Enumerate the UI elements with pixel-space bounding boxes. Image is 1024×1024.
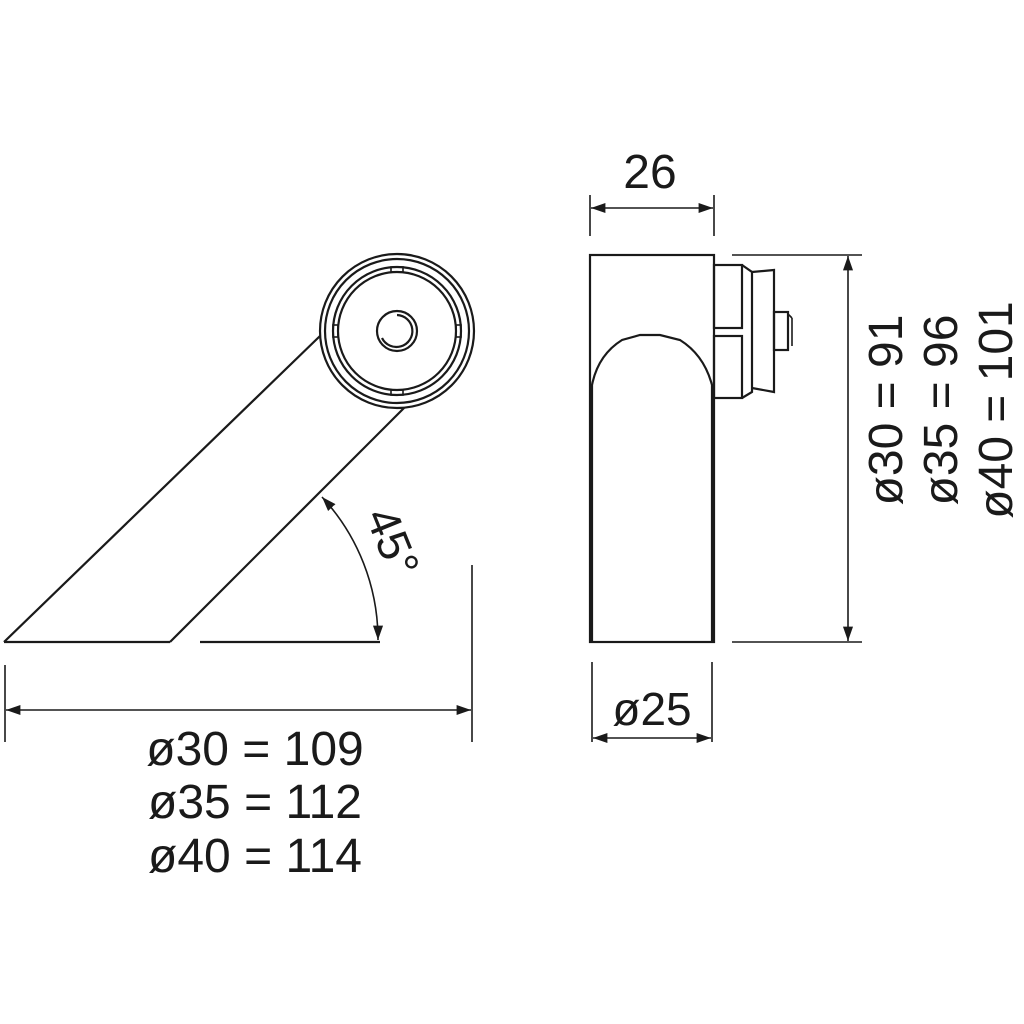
angled-support-view: 45° ø30 = 109 ø35 = 112 ø40 = 114: [3, 252, 476, 883]
clamp-nut: [712, 263, 793, 400]
width-dim: 26: [623, 146, 676, 199]
length-dim-35: ø35 = 112: [148, 776, 362, 829]
angle-arc: [321, 496, 384, 641]
height-dim-30: ø30 = 91: [860, 315, 913, 506]
length-dim-40: ø40 = 114: [148, 830, 362, 883]
height-dim-35: ø35 = 96: [915, 315, 968, 506]
diameter-dim: ø25: [612, 683, 691, 735]
side-view: 26 ø30 = 91 ø35 = 96 ø40 = 101 ø25: [588, 146, 1023, 744]
tube-end-circle: [318, 252, 476, 410]
height-dim-40: ø40 = 101: [970, 301, 1023, 519]
length-dim-30: ø30 = 109: [146, 723, 364, 776]
